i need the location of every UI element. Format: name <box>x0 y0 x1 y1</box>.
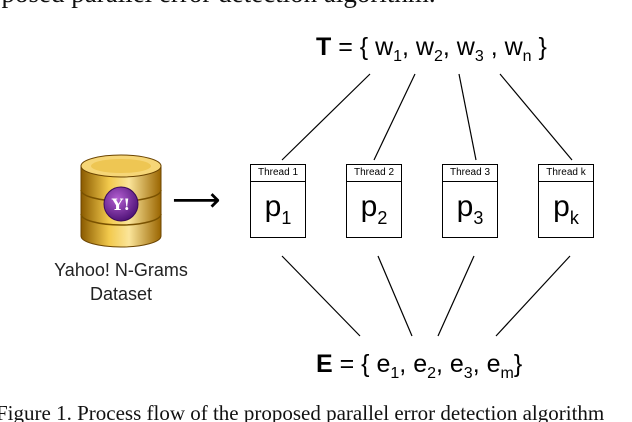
thread-body-k: pk <box>539 182 593 243</box>
w3-prefix: , w <box>442 33 475 61</box>
top-caption: oposed parallel error detection algorith… <box>0 0 436 9</box>
connector-thread2-e <box>377 255 413 337</box>
thread-p-k: p <box>553 190 570 223</box>
thread-p-3: p <box>456 190 474 223</box>
thread-sub-k: k <box>569 208 579 228</box>
thread-box-2: Thread 2 p2 <box>346 164 402 238</box>
yahoo-logo-text: Y! <box>111 195 130 214</box>
w2-prefix: , w <box>402 33 434 61</box>
w1-subscript: 1 <box>393 48 403 65</box>
set-E-open: = { e <box>332 350 391 378</box>
set-E-close: } <box>513 350 523 378</box>
thread-header-3: Thread 3 <box>443 165 497 182</box>
dataset-label-line2: Dataset <box>89 284 153 304</box>
thread-p-1: p <box>264 190 282 223</box>
e1-subscript: 1 <box>390 365 400 382</box>
thread-sub-3: 3 <box>473 208 484 228</box>
dataset-label-line1: Yahoo! N-Grams <box>54 260 188 280</box>
connector-w3-thread3 <box>458 73 477 161</box>
thread-box-1: Thread 1 p1 <box>250 164 306 238</box>
set-E-symbol: E <box>316 350 333 378</box>
em-subscript: m <box>500 365 514 382</box>
e2-subscript: 2 <box>427 365 436 382</box>
thread-p-2: p <box>360 190 378 223</box>
wn-prefix: , w <box>483 33 523 61</box>
thread-sub-1: 1 <box>281 208 292 228</box>
connector-threadk-e <box>495 255 571 337</box>
w3-subscript: 3 <box>474 48 484 65</box>
connector-wn-threadk <box>499 73 573 161</box>
e3-subscript: 3 <box>463 365 473 382</box>
set-T-label: T = { w1, w2, w3 , wn } <box>316 33 547 66</box>
set-T-open: = { w <box>331 33 394 61</box>
figure-caption: Figure 1. Process flow of the proposed p… <box>0 401 605 422</box>
dataset-arrow: ⟶ <box>172 180 221 220</box>
set-T-symbol: T <box>316 33 332 61</box>
set-T-close: } <box>538 33 547 61</box>
connector-thread3-e <box>437 255 475 337</box>
em-prefix: , e <box>472 350 501 378</box>
connector-w2-thread2 <box>373 73 416 161</box>
w2-subscript: 2 <box>433 48 443 65</box>
dataset-label: Yahoo! N-Grams Dataset <box>52 258 190 306</box>
database-icon: Y! <box>80 154 162 248</box>
thread-box-k: Thread k pk <box>538 164 594 238</box>
thread-body-3: p3 <box>443 182 497 243</box>
thread-header-1: Thread 1 <box>251 165 305 182</box>
set-E-label: E = { e1, e2, e3, em} <box>316 350 522 383</box>
e3-prefix: , e <box>436 350 464 378</box>
thread-sub-2: 2 <box>377 208 388 228</box>
connector-thread1-e <box>281 255 361 337</box>
e2-prefix: , e <box>399 350 428 378</box>
thread-header-2: Thread 2 <box>347 165 401 182</box>
thread-header-k: Thread k <box>539 165 593 182</box>
connector-w1-thread1 <box>281 73 371 161</box>
wn-subscript: n <box>522 48 532 65</box>
thread-body-1: p1 <box>251 182 305 243</box>
thread-body-2: p2 <box>347 182 401 243</box>
thread-box-3: Thread 3 p3 <box>442 164 498 238</box>
